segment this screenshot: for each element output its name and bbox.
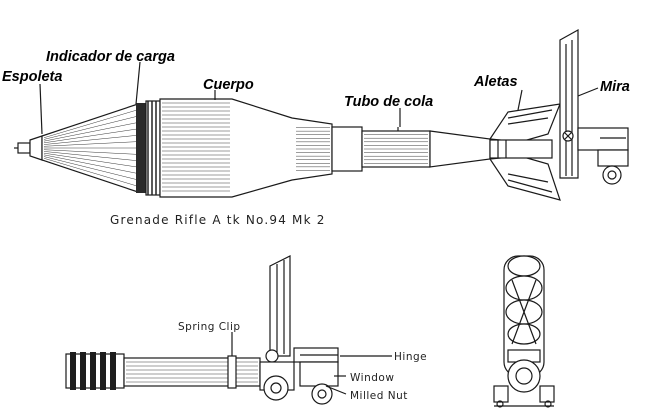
ruling-line (43, 149, 137, 155)
ruling-line (43, 141, 137, 147)
label-indicador-de-carga: Indicador de carga (46, 49, 175, 65)
diagram-caption: Grenade Rifle A tk No.94 Mk 2 (110, 213, 326, 227)
ruling-line (43, 116, 137, 140)
label-window: Window (350, 372, 394, 384)
ruling-line (43, 152, 137, 168)
tail-tube (331, 126, 491, 172)
detail-sight (259, 255, 339, 405)
ruling-line (43, 128, 137, 144)
leader-mira (577, 87, 599, 97)
leader-milled-nut (325, 385, 347, 395)
ribbed-end (65, 352, 125, 390)
ruling-line (43, 156, 137, 180)
label-mira: Mira (600, 79, 630, 95)
fuze (14, 135, 43, 161)
nose-cone (41, 103, 139, 193)
ruling-line (43, 158, 137, 186)
tail-detail-view: Spring Clip Hinge Window Milled Nut (65, 255, 427, 405)
label-cuerpo: Cuerpo (203, 77, 254, 93)
rear-view (493, 255, 555, 408)
ruling-line (43, 110, 137, 138)
leader-aletas (517, 89, 523, 111)
leader-espoleta (39, 83, 43, 135)
label-tubo-de-cola: Tubo de cola (344, 94, 433, 110)
fins (488, 103, 561, 201)
label-espoleta: Espoleta (2, 69, 62, 85)
ruling-line (43, 122, 137, 142)
grenade-side-view: Indicador de carga Espoleta Cuerpo Tubo … (2, 28, 630, 227)
leader-indicador (135, 61, 141, 105)
body (159, 98, 333, 198)
charge-indicator (136, 100, 161, 196)
label-spring-clip: Spring Clip (178, 321, 241, 333)
detail-tube (123, 357, 261, 387)
ruling-line (43, 151, 137, 161)
ruling-line (43, 154, 137, 174)
ruling-line (43, 135, 137, 145)
sight (559, 28, 629, 185)
label-milled-nut: Milled Nut (350, 390, 408, 402)
spring-clip (227, 355, 237, 389)
label-aletas: Aletas (473, 74, 518, 90)
label-hinge: Hinge (394, 351, 427, 363)
